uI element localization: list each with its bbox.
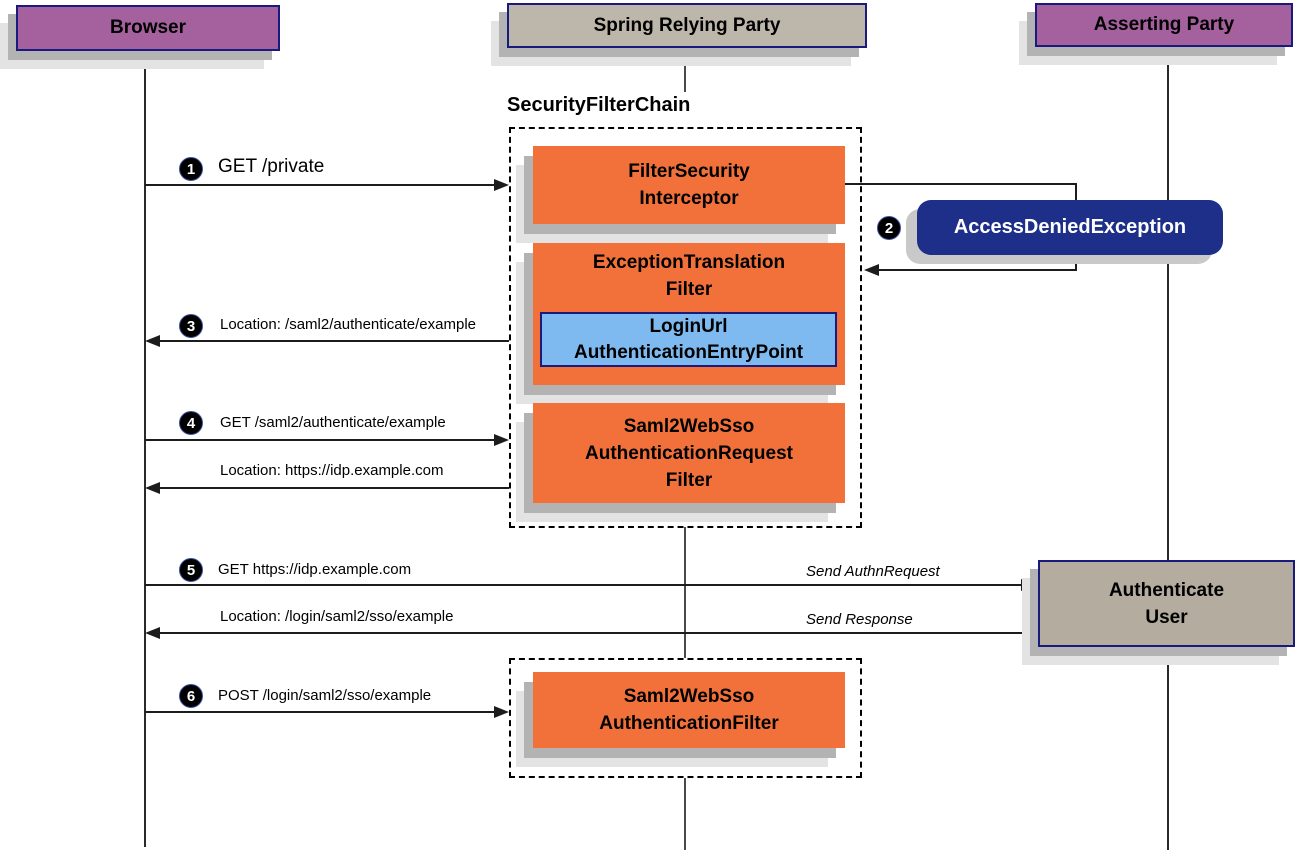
exception-translation-filter-label: ExceptionTranslation Filter [592,252,786,300]
arrow-line-step-2-out [845,183,1077,185]
arrowhead-left-icon [864,264,879,276]
security-filter-chain-label: SecurityFilterChain [507,94,691,116]
step-5-message: GET https://idp.example.com [218,561,412,578]
asserting-party-lifeline [1167,646,1169,850]
step-1-message: GET /private [218,156,325,177]
login-url-authentication-entry-point-label: LoginUrl AuthenticationEntryPoint [573,315,804,363]
relying-party-lifeline [684,778,686,850]
saml2-authentication-request-filter-label: Saml2WebSso AuthenticationRequest Filter [585,415,793,491]
arrowhead-right-icon [494,434,509,446]
step-4-badge: 4 [179,411,203,435]
arrowhead-left-icon [145,335,160,347]
arrow-line-step-4-response [159,487,509,489]
saml2-authentication-request-filter-box: Saml2WebSso AuthenticationRequest Filter [533,403,845,503]
actor-asserting-party-label: Asserting Party [1093,14,1235,35]
step-5-response-message: Location: /login/saml2/sso/example [220,608,454,625]
step-3-message: Location: /saml2/authenticate/example [220,316,476,333]
authenticate-user-label: Authenticate User [1108,579,1225,628]
arrow-line-step-5-response [159,632,1038,634]
step-3-badge: 3 [179,314,203,338]
arrowhead-right-icon [1021,579,1036,591]
arrow-line-step-6 [145,711,496,713]
step-6-message: POST /login/saml2/sso/example [218,687,432,704]
step-1-badge: 1 [179,157,203,181]
arrow-line-step-4 [145,439,496,441]
send-authn-request-note: Send AuthnRequest [806,563,940,580]
arrow-line-step-3 [159,340,509,342]
access-denied-exception-box: AccessDeniedException [917,200,1223,255]
saml2-authentication-filter-container-box [509,658,862,778]
step-2-badge: 2 [877,216,901,240]
step-4-response-message: Location: https://idp.example.com [220,462,444,479]
arrow-line-step-5 [145,584,1022,586]
relying-party-lifeline [684,48,686,92]
saml2-authentication-filter-label: Saml2WebSso AuthenticationFilter [599,686,779,734]
arrowhead-right-icon [494,179,509,191]
access-denied-exception-label: AccessDeniedException [953,216,1187,238]
filter-security-interceptor-label: FilterSecurity Interceptor [628,161,750,209]
actor-relying-party-label: Spring Relying Party [593,14,781,36]
step-6-badge: 6 [179,684,203,708]
actor-browser-label: Browser [109,17,187,38]
arrowhead-right-icon [494,706,509,718]
arrowhead-left-icon [145,482,160,494]
filter-security-interceptor-box: FilterSecurity Interceptor [533,146,845,224]
browser-lifeline [144,52,146,847]
relying-party-lifeline [684,527,686,658]
authenticate-user-box: Authenticate User [1038,560,1295,647]
actor-browser: Browser [16,5,280,51]
asserting-party-lifeline [1167,47,1169,560]
actor-relying-party: Spring Relying Party [507,3,867,48]
arrowhead-left-icon [145,627,160,639]
login-url-authentication-entry-point-box: LoginUrl AuthenticationEntryPoint [540,312,837,367]
step-5-badge: 5 [179,558,203,582]
actor-asserting-party: Asserting Party [1035,3,1293,47]
saml2-authentication-filter-box: Saml2WebSso AuthenticationFilter [533,672,845,748]
arrow-line-step-2-return [878,269,1077,271]
send-response-note: Send Response [806,611,913,628]
step-4-message: GET /saml2/authenticate/example [220,414,446,431]
security-filter-chain-box [509,127,862,528]
arrow-line-step-1 [145,184,496,186]
